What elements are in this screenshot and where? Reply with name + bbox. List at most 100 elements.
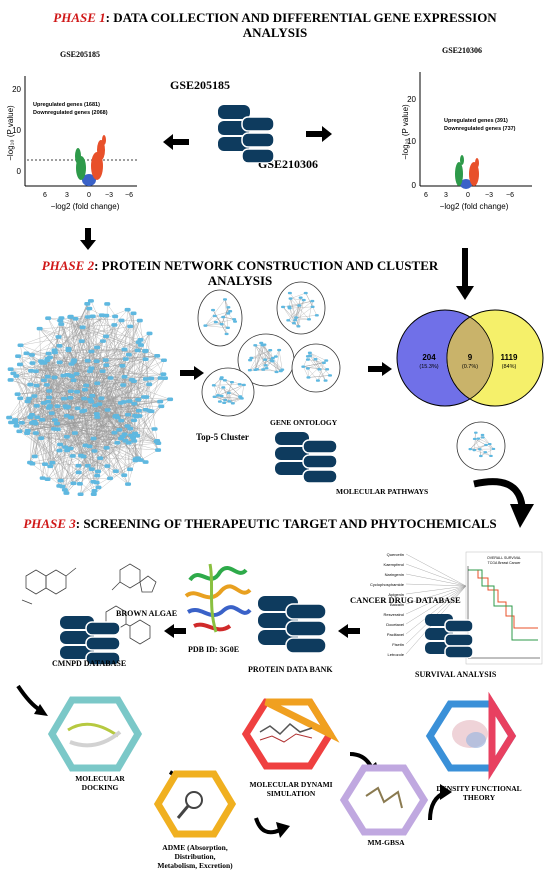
- survival-gene-label: Cyclophosphamide: [370, 582, 405, 587]
- md-hexagon: [241, 698, 340, 770]
- left-xlabel: −log2 (fold change): [51, 202, 120, 211]
- workflow-hexagons: [16, 684, 517, 838]
- left-xtick-m6: −6: [125, 192, 133, 199]
- venn-right-pct: (84%): [502, 364, 517, 370]
- left-ylabel: −log₁₀ (P value): [6, 105, 15, 161]
- phase2-title: : PROTEIN NETWORK CONSTRUCTION AND CLUST…: [94, 258, 439, 273]
- survival-gene-label: Paclitaxel: [387, 632, 404, 637]
- venn-left-pct: (15.3%): [419, 364, 438, 370]
- pdb-id-label: PDB ID: 3G0E: [188, 645, 240, 654]
- right-xlabel: −log2 (fold change): [440, 202, 509, 211]
- md-label: MOLECULAR DYNAMI SIMULATION: [236, 780, 346, 798]
- pdb-database-icon: [258, 596, 327, 654]
- survival-gene-label: Quercetin: [387, 552, 404, 557]
- right-up-label: Upregulated genes (391): [444, 118, 508, 124]
- arrow-right-1: [306, 126, 332, 142]
- ppi-network: [6, 299, 174, 497]
- arrow-left-4: [338, 624, 360, 638]
- right-dataset-label: GSE210306: [442, 46, 483, 55]
- left-scatter-points: [75, 135, 106, 186]
- left-dataset-label: GSE205185: [60, 50, 101, 59]
- left-xtick-0: 0: [87, 192, 91, 199]
- survival-gene-label: Naringenin: [385, 572, 404, 577]
- right-xtick-6: 6: [424, 192, 428, 199]
- survival-header-2: TCGA Breast Cancer: [488, 561, 522, 565]
- phase3-label: PHASE 3: [23, 516, 76, 531]
- phytochemical-structures: [21, 563, 157, 645]
- curved-arrow-a: [16, 684, 42, 712]
- phase2-label: PHASE 2: [41, 258, 95, 273]
- mmgbsa-hexagon: [339, 764, 429, 836]
- arrow-left-3: [164, 624, 186, 638]
- protein-structure: [184, 563, 252, 633]
- survival-plot: OVERALL SURVIVAL TCGA Breast Cancer Quer…: [370, 551, 543, 665]
- arrow-left-1: [163, 134, 189, 150]
- right-ytick-0: 0: [412, 181, 417, 190]
- left-ytick-10: 10: [12, 126, 21, 135]
- survival-gene-label: Kaempferol: [384, 562, 405, 567]
- arrow-down-right: [456, 248, 474, 300]
- docking-label-line2: DOCKING: [81, 783, 119, 792]
- phase2-heading: PHASE 2: PROTEIN NETWORK CONSTRUCTION AN…: [40, 258, 440, 288]
- adme-label-line1: ADME (Absorption,: [162, 843, 228, 852]
- dft-label-line1: DENSITY FUNCTIONAL: [436, 784, 522, 793]
- md-label-line1: MOLECULAR DYNAMI: [249, 780, 333, 789]
- mmgbsa-label: MM-GBSA: [367, 838, 405, 847]
- venn-diagram: 204 (15.3%) 9 (0.7%) 1119 (84%): [396, 309, 544, 407]
- venn-mid-pct: (0.7%): [462, 364, 478, 370]
- left-xtick-m3: −3: [105, 192, 113, 199]
- md-label-line2: SIMULATION: [266, 789, 316, 798]
- adme-label-line2: Distribution,: [174, 852, 216, 861]
- right-xtick-0: 0: [466, 192, 470, 199]
- adme-label-line3: Metabolism, Excretion): [157, 861, 233, 870]
- survival-gene-label: Apigenin: [388, 592, 404, 597]
- cancer-database-icon: [425, 614, 474, 658]
- survival-gene-label: Resveratrol: [384, 612, 405, 617]
- survival-gene-label: Baicalin: [390, 602, 404, 607]
- arrow-down-left: [80, 228, 96, 250]
- phase1-title: : DATA COLLECTION AND DIFFERENTIAL GENE …: [105, 10, 497, 25]
- dft-label-line2: THEORY: [462, 793, 496, 802]
- phase1-label: PHASE 1: [53, 10, 106, 25]
- phase1-heading: PHASE 1: DATA COLLECTION AND DIFFERENTIA…: [20, 10, 530, 40]
- docking-label-line1: MOLECULAR: [75, 774, 125, 783]
- cmnpd-label: CMNPD DATABASE: [52, 659, 127, 668]
- survival-gene-label: Docetaxel: [386, 622, 404, 627]
- cancer-db-label: CANCER DRUG DATABASE: [350, 595, 461, 605]
- pathway-network-bubble: [456, 421, 506, 471]
- cluster-bubbles: [197, 281, 341, 417]
- curved-arrow-phase3: [473, 478, 534, 528]
- docking-hexagon: [47, 696, 143, 772]
- survival-gene-label: Fisetin: [392, 642, 404, 647]
- right-xtick-m6: −6: [506, 192, 514, 199]
- adme-label: ADME (Absorption, Distribution, Metaboli…: [140, 843, 250, 870]
- curved-arrow-c: [254, 817, 281, 835]
- left-up-label: Upregulated genes (1681): [33, 102, 100, 108]
- left-down-label: Downregulated genes (2068): [33, 110, 108, 116]
- arrow-right-3: [368, 362, 392, 376]
- survival-header-1: OVERALL SURVIVAL: [487, 556, 521, 560]
- cmnpd-database-icon: [60, 616, 121, 666]
- right-xtick-m3: −3: [485, 192, 493, 199]
- pathways-label: MOLECULAR PATHWAYS: [336, 487, 429, 496]
- right-xtick-3: 3: [444, 192, 448, 199]
- top5-cluster-label: Top-5 Cluster: [196, 432, 249, 442]
- venn-right-count: 1119: [501, 353, 518, 362]
- ontology-database-icon: [275, 432, 338, 484]
- gene-ontology-label: GENE ONTOLOGY: [270, 418, 338, 427]
- venn-mid-count: 9: [468, 353, 473, 362]
- docking-label: MOLECULAR DOCKING: [60, 774, 140, 792]
- right-volcano-plot: 20 10 0 −log₁₀ (P value) Upregulated gen…: [401, 72, 532, 211]
- right-down-label: Downregulated genes (737): [444, 126, 516, 132]
- survival-gene-label: Letrozole: [388, 652, 405, 657]
- center-database-icon: [218, 105, 274, 163]
- phase3-title: : SCREENING OF THERAPEUTIC TARGET AND PH…: [75, 516, 497, 531]
- center-dataset-top: GSE205185: [170, 78, 231, 92]
- adme-hexagon: [153, 770, 237, 838]
- left-xtick-6: 6: [43, 192, 47, 199]
- left-xtick-3: 3: [65, 192, 69, 199]
- dft-hexagon: [425, 691, 517, 781]
- right-ytick-20: 20: [407, 95, 416, 104]
- left-ytick-0: 0: [17, 167, 22, 176]
- phase3-heading: PHASE 3: SCREENING OF THERAPEUTIC TARGET…: [20, 516, 500, 531]
